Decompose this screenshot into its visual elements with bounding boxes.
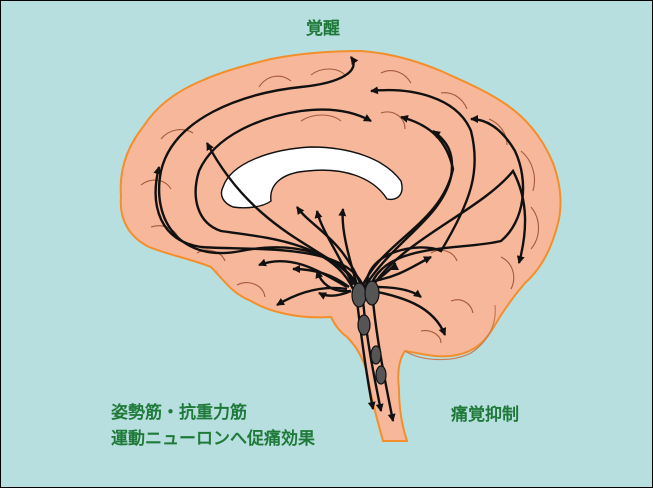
- label-arousal: 覚醒: [306, 21, 340, 38]
- label-motor-neuron-effect: 運動ニューロンへ促痛効果: [111, 431, 315, 448]
- label-pain-inhibition: 痛覚抑制: [451, 407, 519, 424]
- brain-outline: [121, 51, 561, 441]
- label-postural-muscles: 姿勢筋・抗重力筋: [111, 405, 247, 422]
